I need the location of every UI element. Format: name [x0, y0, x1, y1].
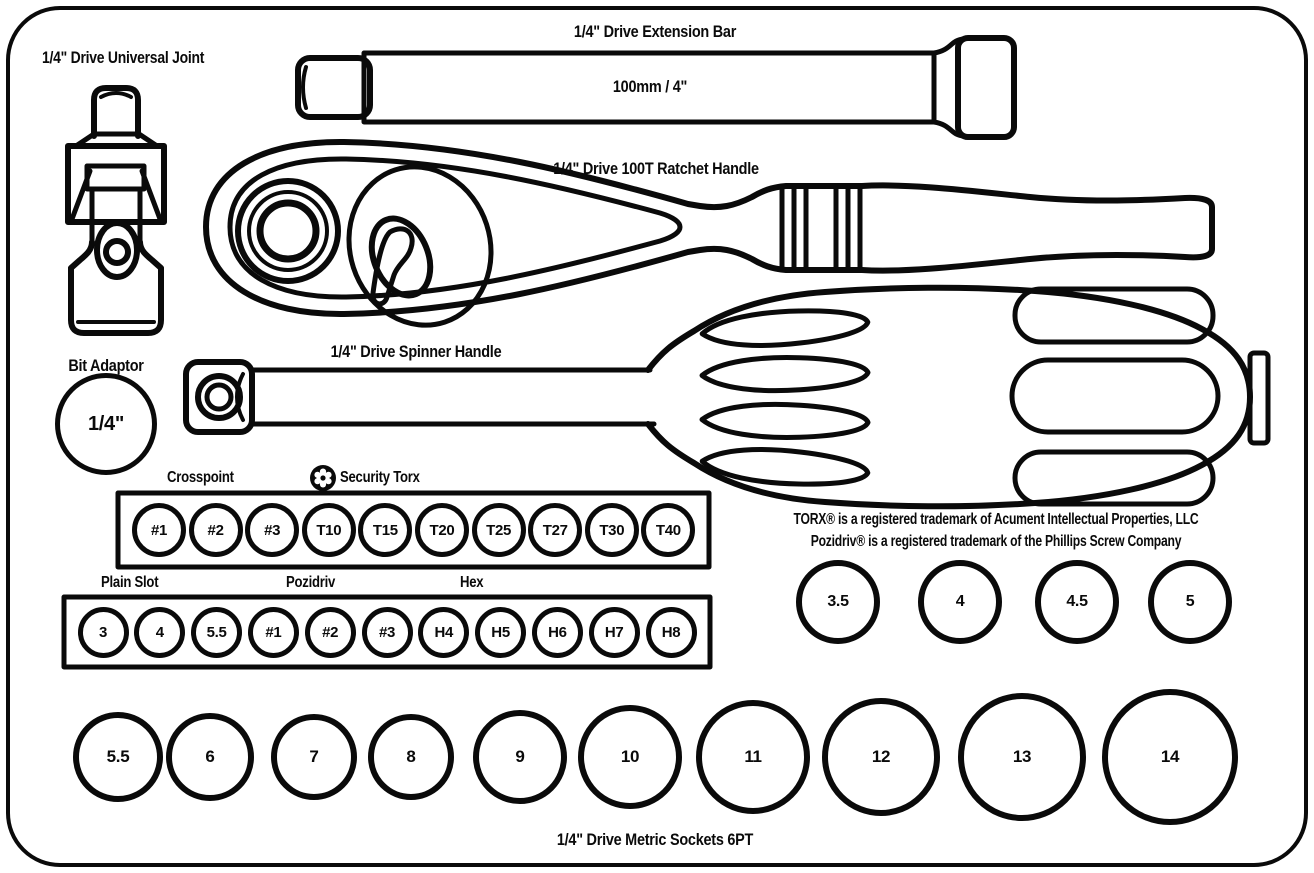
- bit-circle: T30: [584, 503, 639, 557]
- bit-circle: T10: [301, 503, 356, 557]
- bit-row-2-tray: [61, 594, 713, 670]
- bit-circle: #3: [361, 606, 413, 658]
- bit-circle: #3: [245, 503, 300, 557]
- extension-bar-size-label: 100mm / 4": [612, 77, 688, 96]
- socket-circle: 9: [473, 710, 567, 804]
- pozidriv-label: Pozidriv: [286, 574, 336, 591]
- ratchet-drawing: [203, 138, 1215, 328]
- security-torx-icon: [310, 465, 336, 491]
- bit-circle: H4: [418, 606, 470, 658]
- bit-adaptor-label: Bit Adaptor: [68, 356, 144, 375]
- bit-row-1-tray: [115, 490, 712, 570]
- bit-circle: 4: [134, 606, 186, 658]
- bit-circle: #1: [247, 606, 299, 658]
- bit-circle: H7: [588, 606, 640, 658]
- socket-circle: 10: [578, 705, 682, 809]
- bit-circle: T25: [471, 503, 526, 557]
- socket-circle: 4: [918, 560, 1002, 644]
- bit-circle: H8: [645, 606, 697, 658]
- socket-circle: 8: [368, 714, 454, 800]
- bit-circle: #2: [304, 606, 356, 658]
- socket-circle: 12: [822, 698, 940, 816]
- bit-circle: #2: [188, 503, 243, 557]
- pozidriv-trademark-line: Pozidriv® is a registered trademark of t…: [810, 533, 1182, 550]
- security-torx-label: Security Torx: [340, 469, 420, 486]
- torx-trademark-line: TORX® is a registered trademark of Acume…: [793, 511, 1199, 528]
- spinner-handle-drawing: [183, 284, 1271, 510]
- socket-circle: 5.5: [73, 712, 163, 802]
- ratchet-handle-label: 1/4" Drive 100T Ratchet Handle: [553, 159, 759, 178]
- metric-sockets-label: 1/4" Drive Metric Sockets 6PT: [556, 830, 754, 849]
- bit-circle: H6: [531, 606, 583, 658]
- socket-circle: 5: [1148, 560, 1232, 644]
- socket-circle: 3.5: [796, 560, 880, 644]
- bit-circle: T40: [641, 503, 696, 557]
- hex-label: Hex: [460, 574, 484, 591]
- bit-circle: T20: [415, 503, 469, 557]
- bit-circle: #1: [132, 503, 186, 557]
- universal-joint-label: 1/4" Drive Universal Joint: [42, 48, 205, 67]
- bit-circle: T15: [358, 503, 413, 557]
- spinner-handle-label: 1/4" Drive Spinner Handle: [330, 342, 502, 361]
- socket-circle: 13: [958, 693, 1086, 821]
- socket-circle: 14: [1102, 689, 1238, 825]
- tray-outline: [6, 6, 1308, 867]
- bit-adaptor-circle: 1/4": [55, 373, 157, 475]
- socket-circle: 7: [271, 714, 357, 800]
- socket-circle: 6: [166, 713, 254, 801]
- bit-circle: 3: [77, 606, 129, 658]
- socket-circle: 11: [696, 700, 810, 814]
- crosspoint-label: Crosspoint: [167, 469, 234, 486]
- bit-circle: T27: [528, 503, 583, 557]
- extension-bar-drawing: [295, 35, 1017, 140]
- plain-slot-label: Plain Slot: [101, 574, 159, 591]
- extension-bar-label: 1/4" Drive Extension Bar: [573, 22, 737, 41]
- bit-circle: 5.5: [191, 606, 243, 658]
- universal-joint-drawing: [65, 85, 167, 336]
- bit-circle: H5: [475, 606, 527, 658]
- socket-circle: 4.5: [1035, 560, 1119, 644]
